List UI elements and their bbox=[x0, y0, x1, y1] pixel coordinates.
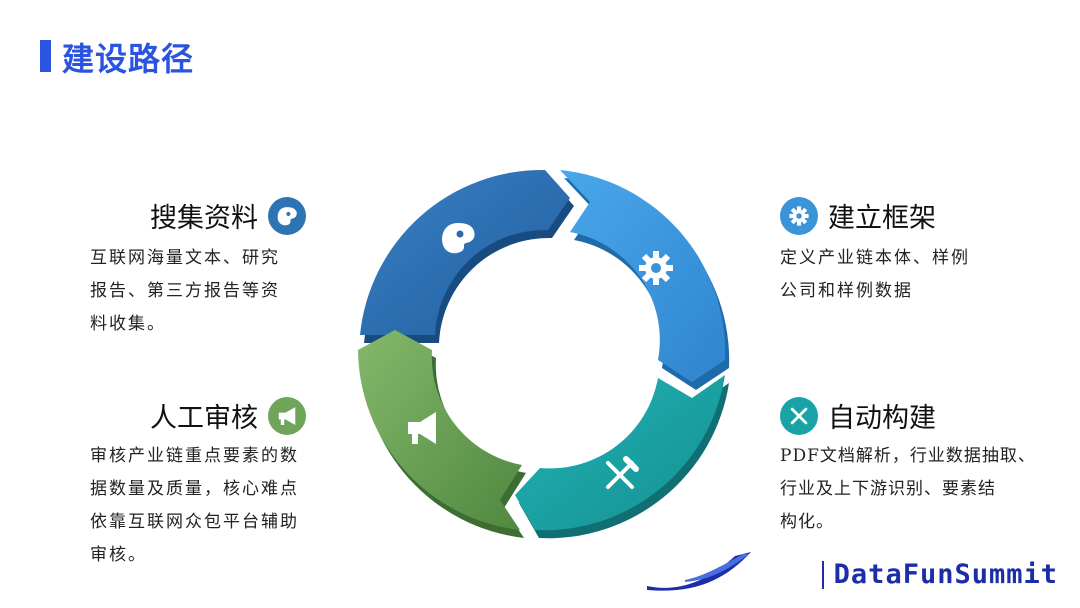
brand-divider bbox=[821, 560, 824, 589]
desc-line: 料收集。 bbox=[90, 314, 166, 334]
cycle-segment-collect bbox=[360, 169, 574, 343]
desc-line: 依靠互联网众包平台辅助 bbox=[90, 512, 299, 532]
step-build-title: 自动构建 bbox=[828, 403, 936, 434]
step-collect-title: 搜集资料 bbox=[150, 203, 258, 234]
desc-line: 互联网海量文本、研究 bbox=[90, 248, 280, 268]
gear-icon bbox=[639, 251, 673, 285]
page-title: 建设路径 bbox=[62, 40, 195, 78]
step-framework-heading: 建立框架 bbox=[780, 196, 936, 235]
megaphone-icon bbox=[268, 396, 306, 435]
step-collect-desc: 互联网海量文本、研究 报告、第三方报告等资 料收集。 bbox=[90, 242, 280, 341]
step-review-title: 人工审核 bbox=[150, 403, 258, 434]
desc-line: 行业及上下游识别、要素结 bbox=[780, 479, 996, 499]
cycle-diagram bbox=[358, 169, 730, 539]
step-framework-title: 建立框架 bbox=[828, 203, 936, 234]
desc-line: 构化。 bbox=[780, 512, 834, 532]
brand: DataFunSummit bbox=[821, 559, 1058, 590]
desc-line: PDF文档解析，行业数据抽取、 bbox=[780, 446, 1036, 466]
desc-line: 审核产业链重点要素的数 bbox=[90, 446, 299, 466]
step-build-desc: PDF文档解析，行业数据抽取、 行业及上下游识别、要素结 构化。 bbox=[780, 440, 1036, 539]
palette-icon bbox=[268, 196, 306, 235]
title-accent-bar bbox=[40, 40, 51, 72]
desc-line: 公司和样例数据 bbox=[780, 281, 913, 301]
desc-line: 审核。 bbox=[90, 545, 147, 565]
tools-icon bbox=[606, 456, 639, 489]
step-review-desc: 审核产业链重点要素的数 据数量及质量，核心难点 依靠互联网众包平台辅助 审核。 bbox=[90, 440, 299, 572]
desc-line: 定义产业链本体、样例 bbox=[780, 248, 970, 268]
step-collect-heading: 搜集资料 bbox=[150, 196, 306, 235]
brand-name: DataFunSummit bbox=[833, 559, 1058, 590]
palette-icon bbox=[442, 223, 475, 254]
cycle-segment-review bbox=[358, 330, 526, 538]
step-build-heading: 自动构建 bbox=[780, 396, 936, 435]
cycle-segment-build bbox=[515, 375, 729, 539]
tools-icon bbox=[780, 396, 818, 435]
desc-line: 报告、第三方报告等资 bbox=[90, 281, 280, 301]
gear-icon bbox=[780, 196, 818, 235]
desc-line: 据数量及质量，核心难点 bbox=[90, 479, 299, 499]
cycle-segment-framework bbox=[560, 170, 730, 390]
step-framework-desc: 定义产业链本体、样例 公司和样例数据 bbox=[780, 242, 970, 308]
megaphone-icon bbox=[408, 412, 436, 444]
brand-swoosh-logo bbox=[647, 552, 751, 591]
step-review-heading: 人工审核 bbox=[150, 396, 306, 435]
